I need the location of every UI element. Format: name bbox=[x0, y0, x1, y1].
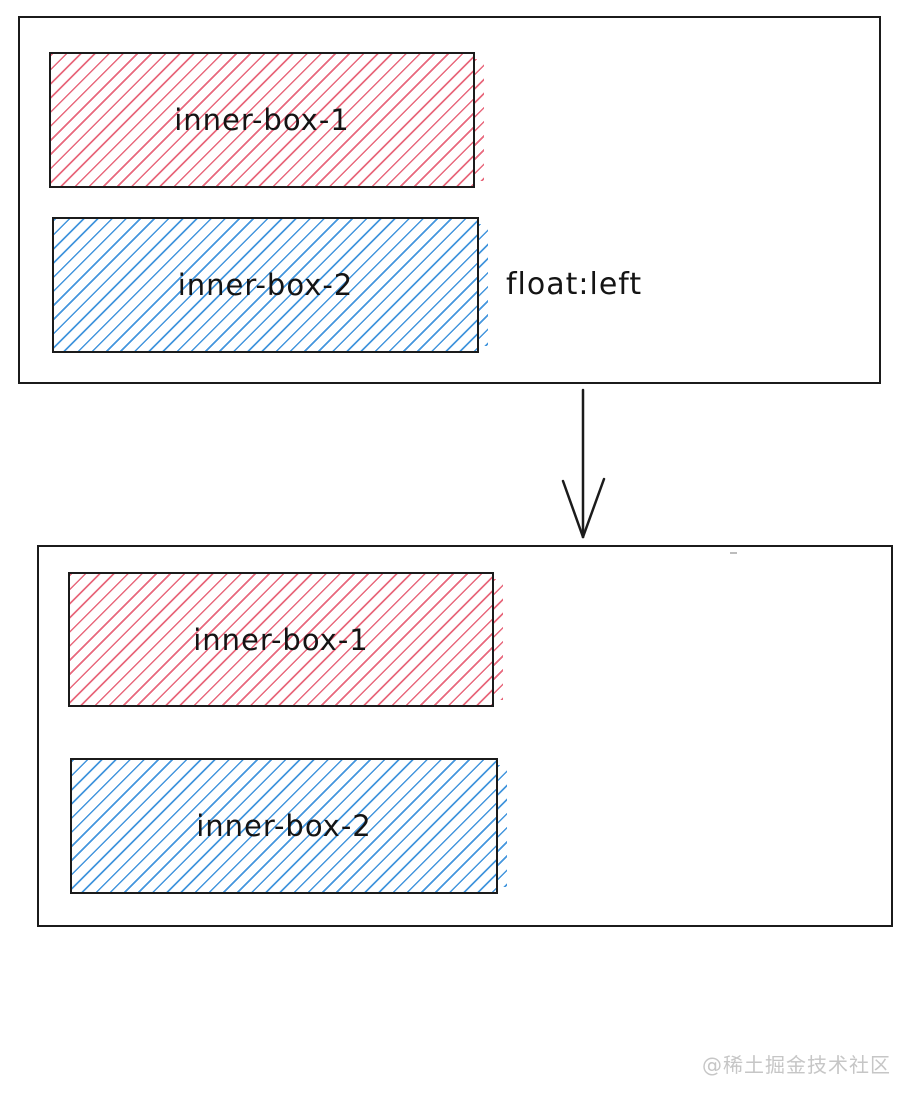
outer-container-after: inner-box-1 inner-box-2 bbox=[37, 545, 893, 927]
down-arrow-icon bbox=[561, 388, 606, 539]
arrow-head-right bbox=[581, 477, 606, 539]
inner-box-2-after: inner-box-2 bbox=[70, 758, 507, 894]
inner-box-1-label: inner-box-1 bbox=[193, 622, 369, 657]
outer-container-before: inner-box-1 inner-box-2 float:left bbox=[18, 16, 881, 384]
float-left-annotation: float:left bbox=[506, 267, 643, 302]
watermark: @稀土掘金技术社区 bbox=[702, 1053, 891, 1077]
inner-box-1-before: inner-box-1 bbox=[49, 52, 484, 188]
inner-box-2-before: inner-box-2 bbox=[52, 217, 488, 353]
inner-box-1-after: inner-box-1 bbox=[68, 572, 503, 707]
arrow-head-left bbox=[561, 479, 585, 539]
inner-box-1-label: inner-box-1 bbox=[174, 103, 350, 137]
inner-box-2-label: inner-box-2 bbox=[196, 809, 372, 843]
stray-pen-mark bbox=[730, 552, 737, 554]
inner-box-2-label: inner-box-2 bbox=[177, 268, 354, 302]
